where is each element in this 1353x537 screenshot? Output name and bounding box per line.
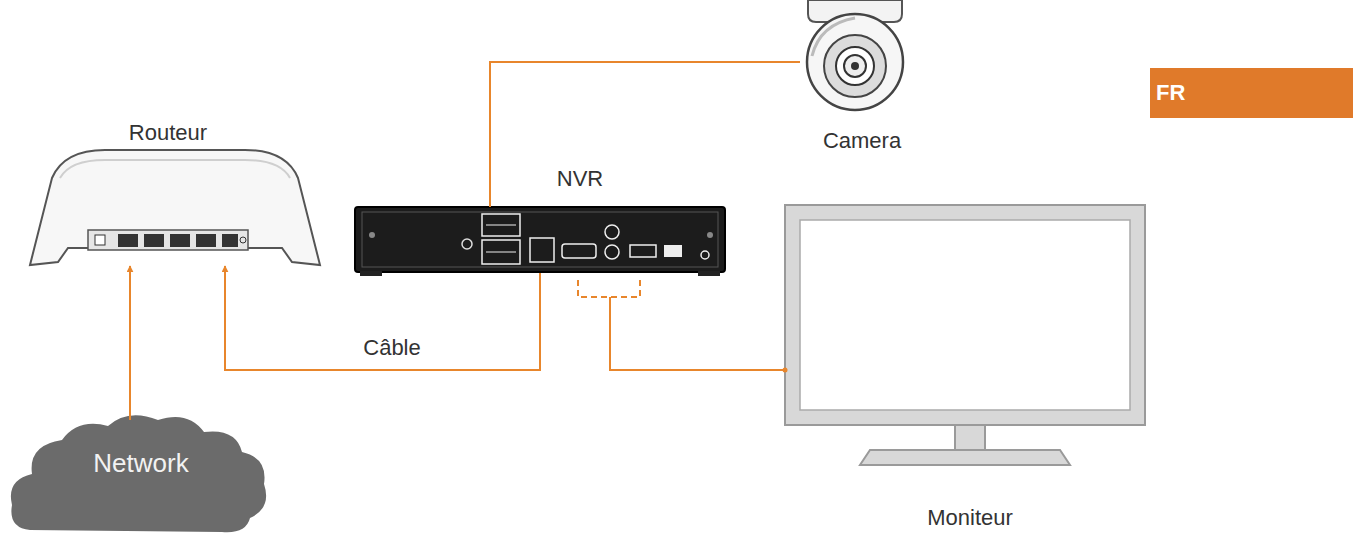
router-illustration: [30, 150, 320, 265]
node-label: Routeur: [129, 120, 207, 146]
output-bracket: [578, 280, 640, 297]
router-illustration-part: [144, 234, 164, 247]
nvr-recorder-part: [486, 225, 516, 252]
router-illustration-part: [118, 234, 138, 247]
network-cloud-part: [11, 415, 266, 532]
router-illustration-part: [30, 150, 320, 265]
nvr-recorder-part: [605, 245, 619, 259]
network-cloud: [11, 415, 266, 532]
nvr-recorder-part: [707, 232, 713, 238]
cloud-node: Network: [14, 420, 268, 535]
router-illustration-part: [222, 234, 238, 247]
nvr-recorder: [355, 207, 725, 276]
cable-connector: [610, 297, 785, 370]
monitor-illustration-part: [860, 450, 1070, 465]
nvr-recorder-part: [369, 232, 375, 238]
nvr-recorder-part: [355, 207, 725, 272]
router-illustration-part: [95, 235, 105, 245]
dome-camera-part: [844, 55, 866, 77]
node-label: Camera: [823, 128, 901, 154]
router-illustration-part: [170, 234, 190, 247]
monitor-illustration-part: [955, 425, 985, 450]
dome-camera-part: [807, 14, 903, 110]
dome-camera-part: [824, 35, 886, 97]
router-illustration-part: [88, 230, 248, 250]
nvr-recorder-part: [698, 271, 720, 276]
camera-node: Camera: [800, 0, 910, 112]
router-illustration-part: [60, 160, 290, 178]
router-illustration-part: [196, 234, 216, 247]
nvr-node: NVR: [355, 207, 725, 273]
nvr-recorder-part: [462, 239, 472, 249]
nvr-recorder-part: [664, 245, 682, 257]
router-node: Routeur: [30, 150, 320, 266]
cable-connector: [129, 266, 131, 420]
nvr-recorder-part: [360, 271, 382, 276]
output-bracket-part: [578, 280, 640, 297]
nvr-recorder-part: [701, 251, 709, 259]
monitor-illustration-part: [785, 205, 1145, 425]
nvr-recorder-part: [562, 244, 596, 258]
dome-camera: [807, 0, 903, 110]
nvr-recorder-part: [362, 212, 718, 267]
node-label: Network: [93, 448, 188, 479]
nvr-recorder-part: [530, 238, 554, 262]
nvr-recorder-part: [605, 225, 619, 239]
node-label: FR: [1156, 80, 1185, 106]
cable-connector: [490, 62, 800, 207]
node-label: NVR: [557, 166, 603, 192]
cable-connector: [225, 266, 540, 370]
dome-camera-part: [836, 47, 874, 85]
monitor-illustration: [785, 205, 1145, 465]
nvr-recorder-part: [630, 245, 656, 257]
router-illustration-part: [240, 237, 246, 243]
language-badge: FR: [1150, 68, 1353, 118]
dome-camera-part: [851, 62, 859, 70]
node-label: Moniteur: [927, 505, 1013, 531]
edge-label: Câble: [359, 335, 424, 361]
monitor-illustration-part: [800, 220, 1130, 410]
monitor-node: Moniteur: [785, 205, 1145, 465]
connector-dot: [783, 368, 788, 373]
